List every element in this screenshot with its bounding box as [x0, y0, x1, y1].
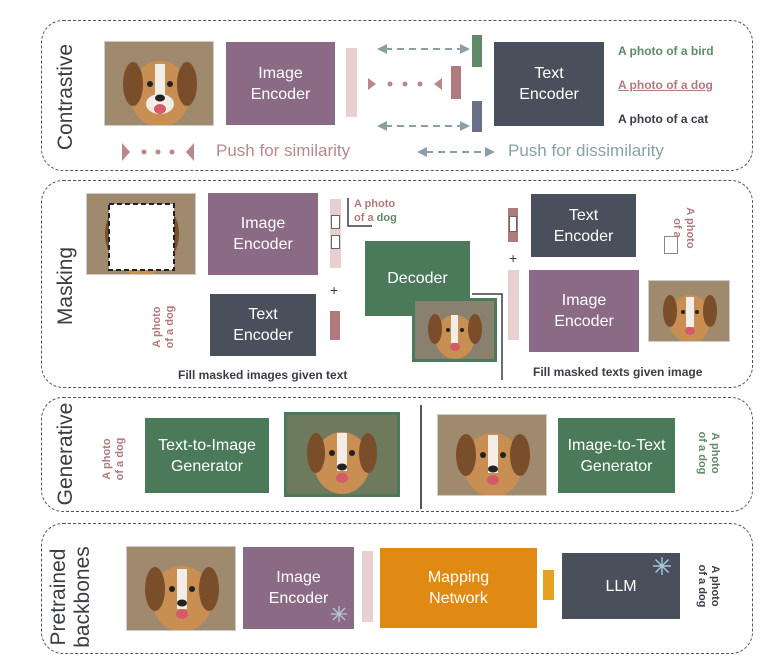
- backbones-panel: [41, 523, 753, 654]
- backbones-image-encoder: Image Encoder: [243, 547, 354, 629]
- text-embedding-masking: [330, 311, 340, 340]
- generative-label: Generative: [54, 402, 77, 506]
- masking-image-encoder: Image Encoder: [208, 193, 318, 275]
- dog-photo-masking-right: [648, 280, 730, 342]
- generative-right-caption: A photo of a dog: [696, 431, 721, 475]
- image-embedding-masking-right: [508, 270, 519, 340]
- contrastive-label: Contrastive: [54, 43, 77, 151]
- dog-photo: [104, 41, 214, 126]
- mapped-embedding: [543, 570, 554, 600]
- masking-bracket-top: [347, 198, 372, 227]
- masking-caption-top: A photo of a dog: [354, 198, 397, 224]
- contrastive-panel: [41, 20, 753, 171]
- masking-caption-left: Fill masked images given text: [178, 368, 348, 382]
- image-embedding-bar: [346, 48, 357, 117]
- snowflake-icon: [331, 606, 347, 622]
- text-embedding-dog-left: [451, 66, 461, 99]
- dog-photo-backbones: [126, 546, 236, 631]
- contrastive-arrows: [368, 44, 470, 131]
- masked-image-embedding: [330, 199, 341, 268]
- legend-dissimilarity: Push for dissimilarity: [508, 141, 664, 160]
- legend-similarity: Push for similarity: [216, 141, 351, 160]
- generated-dog-photo: [284, 412, 400, 497]
- masked-dog-photo: [86, 193, 196, 275]
- similarity-arrow-icon: [122, 143, 194, 161]
- snowflake-icon: [653, 557, 671, 575]
- backbones-label: Pretrained backbones: [47, 546, 94, 648]
- generative-divider: [420, 405, 422, 509]
- masking-plus: +: [330, 282, 339, 298]
- mapping-network: Mapping Network: [380, 548, 537, 628]
- dog-photo-generative: [437, 414, 547, 496]
- masking-panel: [41, 180, 753, 388]
- contrastive-image-encoder: Image Encoder: [226, 42, 335, 125]
- backbones-caption: A photo of a dog: [696, 564, 721, 608]
- text-to-image-generator: Text-to-Image Generator: [145, 418, 269, 493]
- contrastive-text-encoder: Text Encoder: [494, 42, 604, 126]
- image-to-text-generator: Image-to-Text Generator: [558, 418, 675, 493]
- generative-left-caption: A photo of a dog: [101, 437, 126, 481]
- text-embedding-bird: [472, 35, 482, 67]
- masking-image-encoder-2: Image Encoder: [529, 270, 639, 352]
- masking-divider-line: [472, 293, 503, 380]
- text-embedding-cat: [472, 101, 482, 132]
- caption-dog: A photo of a dog: [618, 78, 713, 92]
- caption-bird: A photo of a bird: [618, 44, 714, 58]
- masked-text-embedding: [508, 208, 518, 242]
- masking-label: Masking: [54, 246, 77, 326]
- masking-plus-2: +: [509, 250, 518, 266]
- caption-cat: A photo of a cat: [618, 112, 709, 126]
- reconstructed-dog-photo: [412, 298, 497, 362]
- generative-panel: [41, 397, 753, 512]
- masking-text-encoder: Text Encoder: [210, 294, 316, 356]
- dissimilarity-arrow-icon: [417, 147, 495, 157]
- masking-text-encoder-2: Text Encoder: [531, 194, 636, 257]
- masking-left-caption: A photo of a dog: [151, 305, 176, 349]
- masking-caption-right: Fill masked texts given image: [533, 365, 703, 379]
- masked-word-box: [664, 236, 678, 254]
- backbone-image-embedding: [362, 551, 373, 622]
